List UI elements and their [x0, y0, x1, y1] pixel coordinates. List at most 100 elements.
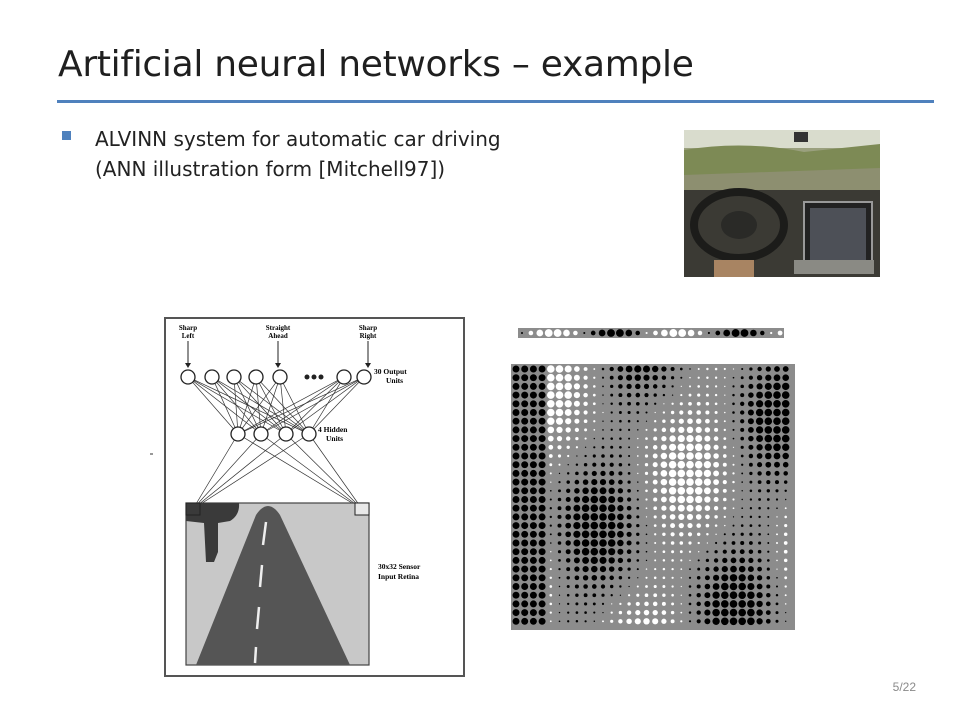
hidden-unit [301, 426, 317, 442]
weight-dot [521, 469, 529, 477]
weight-dot [697, 385, 700, 388]
weight-dot [686, 513, 694, 520]
weight-dot [738, 574, 746, 582]
weight-dot [766, 498, 770, 501]
weight-dot [732, 480, 735, 484]
weight-dot [661, 366, 667, 372]
weight-dot [599, 513, 607, 521]
weight-dot [636, 532, 640, 537]
weight-dot [747, 566, 754, 573]
weight-dot [565, 505, 571, 511]
weight-dot [558, 472, 561, 475]
weight-dot [732, 393, 735, 397]
weight-dot [618, 619, 623, 624]
weight-dot [783, 480, 788, 484]
weight-dot [549, 611, 552, 614]
weight-dot [740, 376, 744, 380]
weight-dot [784, 489, 787, 493]
bullet-line-2: (ANN illustration form [Mitchell97]) [95, 157, 446, 181]
weight-dot [573, 548, 581, 555]
weight-dot [626, 549, 632, 554]
weight-dot [637, 481, 639, 483]
weight-dot [663, 403, 665, 405]
weight-dot [714, 515, 718, 519]
weight-dot [679, 550, 683, 554]
weight-dot [512, 530, 520, 538]
weight-dot [680, 603, 683, 605]
weight-dot [582, 479, 589, 485]
weight-dot [538, 548, 546, 556]
weight-dot [713, 506, 719, 511]
weight-dot [538, 400, 546, 408]
weight-dot [645, 524, 648, 527]
weight-dot [688, 541, 692, 545]
weight-dot [521, 600, 529, 608]
weight-dot [512, 504, 520, 512]
weight-dot [521, 365, 529, 373]
hidden-unit [253, 426, 269, 442]
weight-dot [583, 384, 588, 389]
weight-dot [713, 566, 719, 572]
weight-dot [512, 443, 520, 451]
weight-dot [652, 365, 659, 373]
weight-dot [636, 506, 640, 510]
weight-dot [602, 394, 604, 396]
weight-dot [555, 417, 564, 425]
weight-dot [593, 385, 596, 388]
weight-dot [575, 463, 579, 466]
weight-dot [705, 402, 710, 406]
label-straight-ahead-2: Ahead [268, 332, 288, 340]
weight-dot [654, 568, 657, 571]
weight-dot [645, 516, 648, 518]
weight-dot [764, 426, 773, 434]
weight-dot [573, 391, 581, 399]
weight-dot [627, 488, 631, 493]
weight-dot [654, 533, 657, 536]
weight-dot [573, 513, 581, 521]
weight-dot [775, 593, 779, 597]
weight-dot [712, 608, 720, 617]
weight-dot [636, 420, 639, 423]
weight-dot [767, 507, 770, 510]
weight-dot [643, 618, 650, 625]
weight-dot [696, 532, 701, 537]
weight-dot [512, 496, 520, 503]
weight-dot [582, 487, 589, 495]
weight-dot [627, 463, 631, 466]
weight-dot [556, 435, 563, 442]
weight-dot [661, 505, 667, 511]
weight-dot [740, 540, 745, 546]
weight-dot [705, 418, 710, 424]
weight-dot [749, 515, 753, 519]
weight-dot [558, 489, 561, 493]
weight-dot [581, 513, 590, 521]
weight-dot [696, 523, 701, 528]
weight-dot [590, 547, 599, 556]
weight-dot [564, 400, 572, 408]
weight-dot [722, 557, 728, 564]
weight-dot [713, 496, 719, 503]
weight-dot [583, 593, 588, 598]
weight-dot [697, 541, 700, 545]
weight-dot [740, 532, 744, 536]
weight-dot [706, 542, 709, 544]
weight-dot [635, 383, 641, 390]
weight-dot [740, 427, 745, 432]
weight-dot [584, 428, 588, 432]
hidden-unit [278, 426, 294, 442]
weight-dot [565, 540, 571, 546]
weight-dot [584, 602, 588, 606]
weight-dot [697, 393, 701, 397]
weight-dot [512, 548, 520, 556]
weight-dot [566, 585, 570, 588]
weight-dot [782, 443, 790, 451]
weight-dot [729, 617, 738, 626]
weight-dot [785, 620, 787, 622]
weight-dot [529, 487, 537, 495]
weight-dot [739, 549, 745, 555]
weight-dot [695, 418, 702, 424]
weight-dot [548, 444, 554, 450]
weight-dot [653, 584, 657, 589]
weight-dot [601, 602, 605, 605]
weight-dot [555, 373, 564, 382]
